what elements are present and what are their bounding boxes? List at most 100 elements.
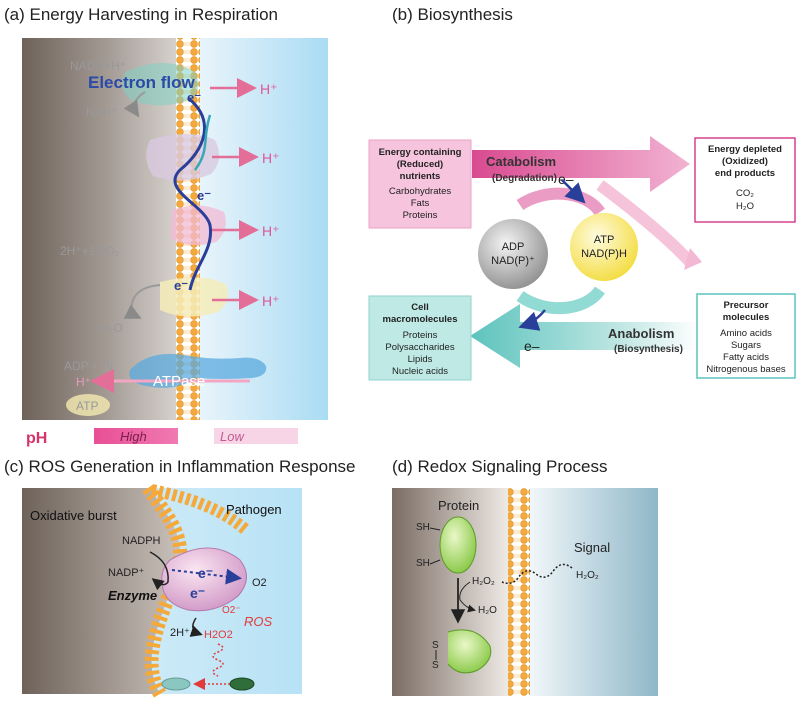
ros-label: ROS [244,614,273,629]
oxidized-products-box [694,137,796,223]
h2o2-consume-curve [459,581,471,601]
thiol-bond-1 [429,527,441,531]
h2o2-signal-path [501,563,573,585]
proton-label-3: H⁺ [262,223,280,239]
nadph-label-c: NADPH [122,535,161,547]
reduced-protein [439,516,477,574]
two-h-label: 2H⁺ [170,627,190,639]
oxidized-item: H₂O [736,201,754,212]
oxidized-heading-2: (Oxidized) [722,156,768,167]
catabolism-e-arrow [561,179,586,204]
enzyme-electron-1: e⁻ [198,565,213,581]
macro-heading-1: Cell [411,302,428,313]
nadph-arrow [149,551,169,591]
atpase-complex [129,353,267,388]
thiol-label-1: SH [416,522,430,533]
electron-flow-dotted [171,568,242,585]
h2o2-label-inner: H₂O₂ [472,576,495,587]
macro-item: Polysaccharides [385,342,454,353]
extracellular-region [530,488,658,696]
panel-a-title: (a) Energy Harvesting in Respiration [4,5,278,24]
ph-low-bar [214,428,298,444]
atp-label: ATP [76,399,98,413]
protein-label: Protein [438,498,479,513]
nadp-plus-label-c: NADP⁺ [108,567,145,579]
signal-label: Signal [574,540,610,555]
oxygen-equation: 2H⁺+1/2O₂ [60,244,120,258]
h2o-label: H₂O [478,605,497,616]
macro-heading-2: macromolecules [383,314,458,325]
reduced-item: Carbohydrates [389,186,452,197]
precursor-item: Sugars [731,340,761,351]
precursor-item: Nitrogenous bases [706,364,785,375]
ph-high-bar [94,428,178,444]
nadh-label: NADH+H⁺ [70,59,126,73]
oxidized-heading-3: end products [715,168,775,179]
h2o2-label-outer: H₂O₂ [576,570,599,581]
macro-item: Lipids [408,354,433,365]
complex-iv [160,277,228,317]
oxidized-protein [447,629,492,674]
catabolism-arrow [472,136,690,192]
reduced-heading-1: Energy containing [379,147,462,158]
water-arrow [123,284,161,319]
electron-path-teal [193,114,212,171]
macro-item: Nucleic acids [392,366,448,377]
reduced-heading-2: (Reduced) [397,159,443,170]
nad-arrow [123,91,146,118]
nadph-label-b: NAD(P)H [581,248,627,260]
damaged-pathogen [161,677,191,691]
water-label: H₂O [100,321,123,335]
oxidized-heading-1: Energy depleted [708,144,782,155]
panel-c-title: (c) ROS Generation in Inflammation Respo… [4,457,356,476]
precursor-heading-2: molecules [723,312,769,323]
electron-path [173,96,213,291]
precursor-item: Amino acids [720,328,772,339]
reduced-item: Proteins [403,210,438,221]
o2-label: O2 [252,577,267,589]
o2-radical-label: O2⁻ [222,605,241,616]
enzyme-electron-2: e⁻ [190,585,205,601]
panel-d-title: (d) Redox Signaling Process [392,457,607,476]
adp-label: ADP [502,241,525,253]
nadp-plus-label: NAD(P)⁺ [491,255,535,267]
precursor-item: Fatty acids [723,352,769,363]
electron-label-1: e⁻ [187,90,201,105]
complex-ii [146,134,220,181]
pathogen-label: Pathogen [226,502,282,517]
precursor-molecules-box [696,293,796,379]
atp-circle [570,213,638,281]
panel-c: (c) ROS Generation in Inflammation Respo… [4,457,356,698]
biosynthesis-label: (Biosynthesis) [614,344,683,355]
reduced-heading-3: nutrients [400,171,441,182]
cell-macromolecules-box [368,295,472,381]
proton-label-1: H⁺ [260,81,278,97]
plasma-membrane [508,488,530,696]
pathogen-cell [229,677,255,691]
panel-a: (a) Energy Harvesting in Respiration NAD… [4,5,328,447]
electron-label-3: e⁻ [174,278,188,293]
ph-label: pH [26,430,47,447]
reduced-nutrients-box [368,139,472,229]
panel-b-title: (b) Biosynthesis [392,5,513,24]
ph-low-label: Low [220,429,245,444]
nad-label: NAD⁺ [86,105,118,119]
thiol-bond-2 [429,559,441,565]
oxidized-item: CO₂ [736,188,754,199]
anabolism-arrow [470,304,700,368]
enzyme-label: Enzyme [108,588,157,603]
macro-item: Proteins [403,330,438,341]
disulfide-s-1: S [432,640,439,651]
atpase-label: ATPase [153,373,205,390]
adp-circle [478,219,548,289]
catabolism-label: Catabolism [486,154,556,169]
dismutation-arrow [189,617,203,637]
phagocyte-region [22,488,181,694]
proton-label-4: H⁺ [262,293,280,309]
complex-iii [170,205,226,246]
panel-b: (b) Biosynthesis Catabolism (Degradation… [368,5,796,381]
atp-label-b: ATP [594,234,615,246]
precursor-branch-arrow [596,180,695,267]
atpase-proton-label: H⁺ [76,375,91,389]
